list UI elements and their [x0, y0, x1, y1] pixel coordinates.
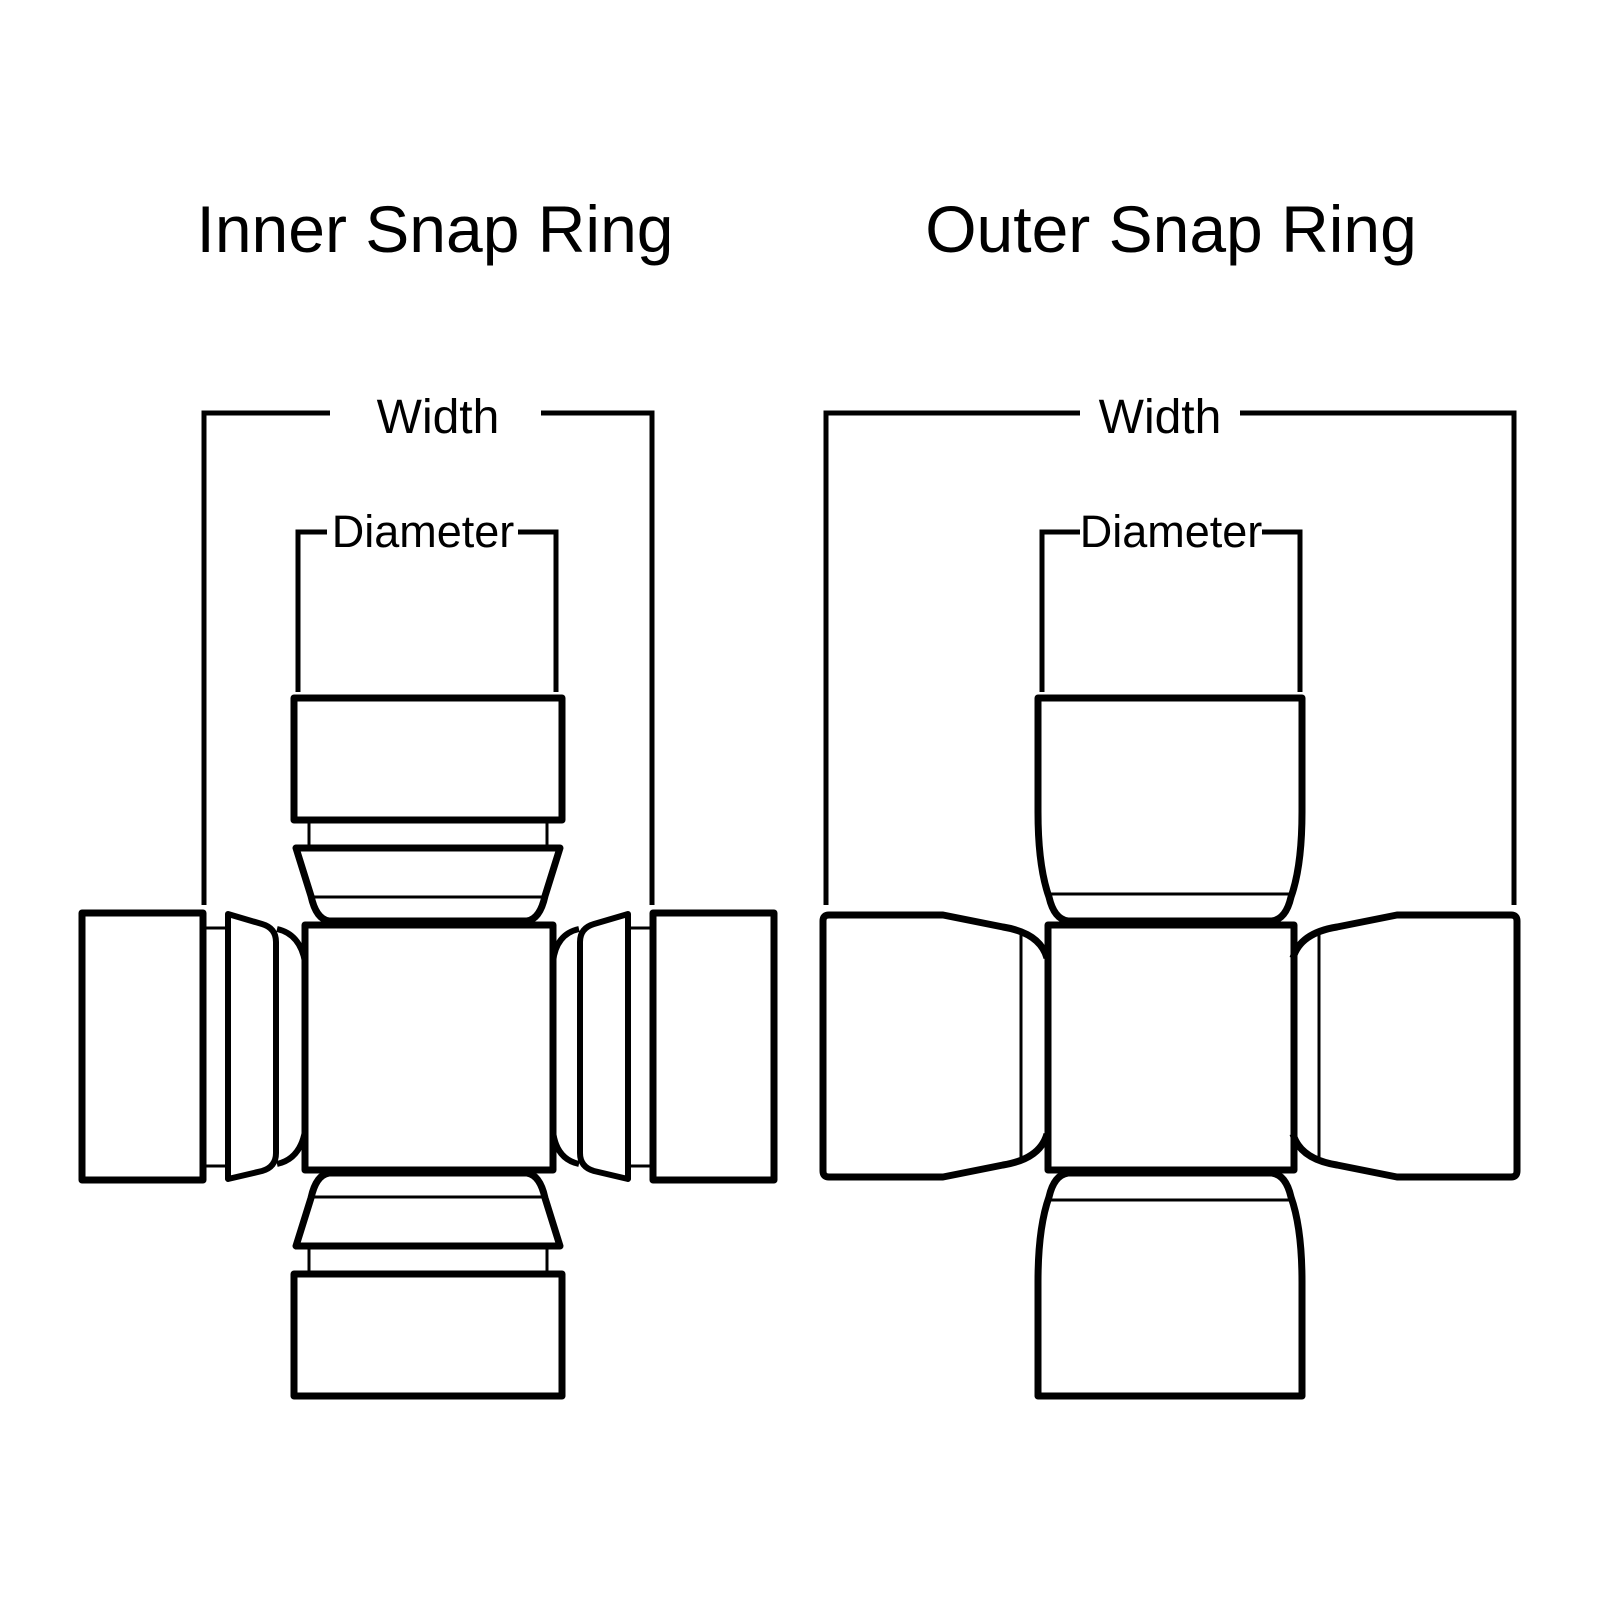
inner-cross-body — [301, 921, 557, 1174]
inner-right-snap-ring-groove — [628, 926, 653, 1168]
inner-right-bearing-cap — [550, 909, 778, 1184]
inner-right-cap-body — [649, 909, 778, 1184]
outer-diameter-bracket — [1039, 529, 1303, 692]
inner-top-cap-body — [290, 694, 566, 824]
outer-width-label: Width — [1099, 391, 1222, 444]
inner-top-cap-bell — [292, 844, 564, 925]
inner-snap-ring-diagram: Inner Snap Ring Width Diameter — [78, 192, 778, 1400]
inner-bottom-cap-body — [290, 1270, 566, 1400]
inner-bottom-cap-bell — [292, 1169, 564, 1250]
inner-left-snap-ring — [225, 911, 279, 1182]
outer-width-bracket — [823, 410, 1517, 905]
inner-diameter-bracket — [295, 529, 559, 692]
outer-left-bearing-cap — [819, 911, 1051, 1181]
inner-diameter-label: Diameter — [332, 506, 515, 557]
outer-diameter-label: Diameter — [1080, 506, 1263, 557]
outer-top-bearing-cap — [1034, 694, 1306, 925]
inner-right-trunnion-fillet — [550, 926, 580, 1167]
inner-width-label: Width — [377, 391, 500, 444]
outer-bottom-bearing-cap — [1034, 1169, 1306, 1400]
inner-right-snap-ring — [577, 911, 631, 1182]
inner-width-bracket — [201, 410, 655, 905]
inner-left-bearing-cap — [78, 909, 308, 1184]
outer-right-bearing-cap — [1289, 911, 1521, 1181]
outer-diagram-title: Outer Snap Ring — [925, 192, 1417, 266]
inner-top-bearing-cap — [290, 694, 566, 925]
inner-left-trunnion-fillet — [276, 926, 308, 1167]
outer-snap-ring-diagram: Outer Snap Ring Width Diameter — [819, 192, 1521, 1400]
outer-top-cap-body — [1034, 694, 1306, 925]
inner-bottom-bearing-cap — [290, 1169, 566, 1400]
inner-diagram-title: Inner Snap Ring — [197, 192, 674, 266]
inner-left-cap-body — [78, 909, 207, 1184]
inner-bottom-snap-ring-groove — [307, 1247, 549, 1274]
outer-left-cap-outline — [819, 911, 1051, 1181]
outer-right-cap-outline — [1289, 911, 1521, 1181]
inner-left-snap-ring-groove — [203, 926, 228, 1168]
outer-cross-body — [1044, 921, 1298, 1174]
outer-bottom-cap-body — [1034, 1169, 1306, 1400]
inner-top-snap-ring-groove — [307, 820, 549, 847]
